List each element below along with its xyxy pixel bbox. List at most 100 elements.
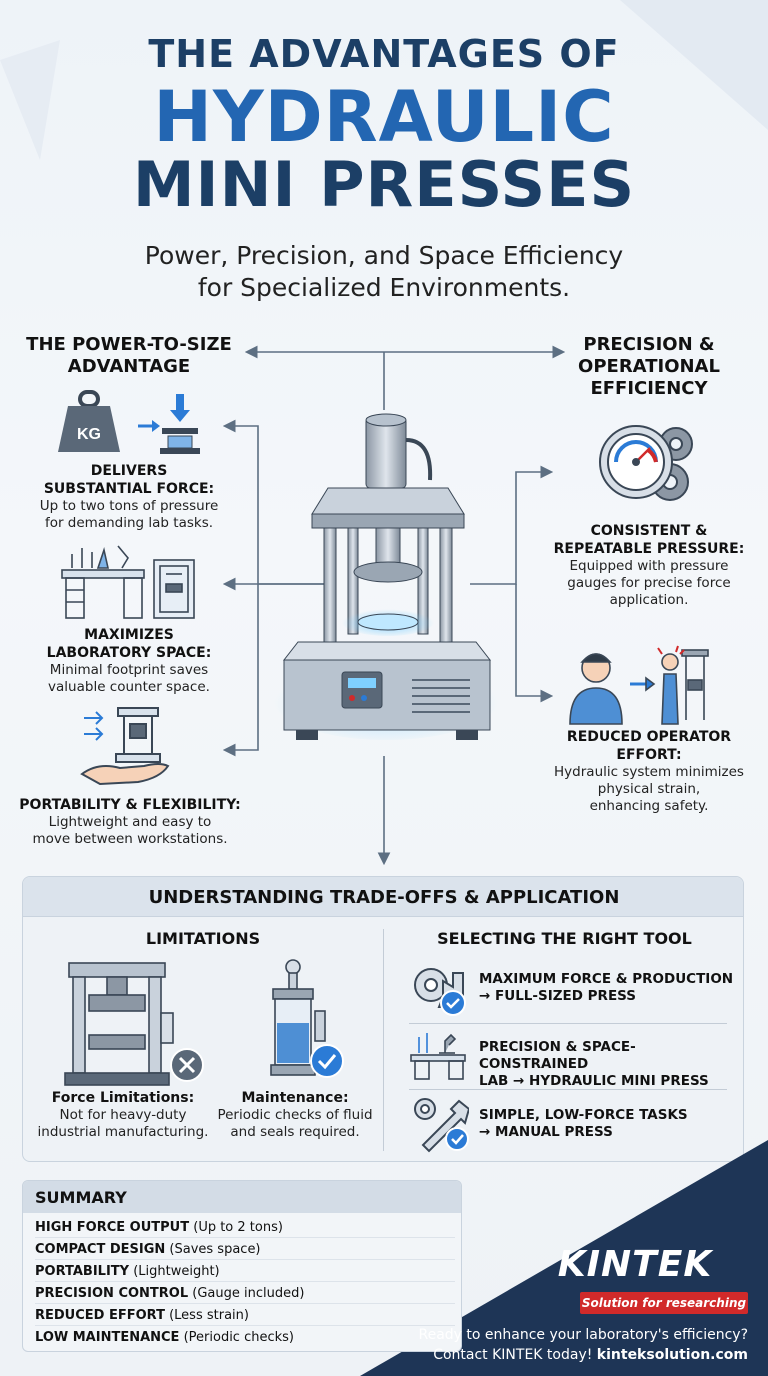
summary-row-bold: REDUCED EFFORT — [35, 1308, 165, 1323]
summary-row: HIGH FORCE OUTPUT (Up to 2 tons) — [35, 1217, 455, 1238]
title-line-2: HYDRAULIC — [153, 76, 615, 158]
power-to-size-heading-line-2: ADVANTAGE — [67, 356, 191, 377]
title-line-3: MINI PRESSES — [132, 148, 636, 221]
select-line-1: SIMPLE, LOW-FORCE TASKS — [479, 1107, 688, 1123]
hydraulic-cylinder-check-icon — [270, 959, 344, 1078]
summary-row-rest: (Up to 2 tons) — [189, 1220, 283, 1235]
summary-row: LOW MAINTENANCE (Periodic checks) — [35, 1327, 455, 1348]
summary-heading: SUMMARY — [35, 1188, 127, 1207]
feature-substantial-force: DELIVERS SUBSTANTIAL FORCE: Up to two to… — [14, 462, 244, 532]
select-line-1: MAXIMUM FORCE & PRODUCTION — [479, 971, 734, 987]
feature-portability: PORTABILITY & FLEXIBILITY: Lightweight a… — [10, 796, 250, 848]
feature-desc-2: valuable counter space. — [48, 679, 210, 695]
gear-factory-check-icon — [414, 968, 466, 1016]
summary-row: PRECISION CONTROL (Gauge included) — [35, 1283, 455, 1304]
cta-prefix: Contact KINTEK today! — [433, 1347, 597, 1363]
precision-efficiency-heading: PRECISION & OPERATIONAL EFFICIENCY — [540, 334, 758, 400]
precision-heading-line-3: EFFICIENCY — [590, 378, 708, 399]
summary-row-bold: PORTABILITY — [35, 1264, 130, 1279]
feature-head-2: SUBSTANTIAL FORCE: — [43, 481, 215, 497]
select-full-size: MAXIMUM FORCE & PRODUCTION → FULL-SIZED … — [479, 971, 737, 1005]
selecting-heading: SELECTING THE RIGHT TOOL — [437, 929, 692, 948]
select-line-2: LAB → HYDRAULIC MINI PRESS — [479, 1073, 709, 1089]
feature-desc-2: physical strain, — [597, 781, 701, 797]
limitation-desc-2: industrial manufacturing. — [37, 1124, 209, 1140]
tradeoffs-heading: UNDERSTANDING TRADE-OFFS & APPLICATION — [148, 887, 620, 908]
cta-line-2: Contact KINTEK today! kinteksolution.com — [380, 1346, 748, 1365]
hydraulic-press-illustration — [274, 413, 498, 740]
panel-divider — [383, 929, 384, 1151]
feature-head-2: LABORATORY SPACE: — [46, 645, 212, 661]
limitation-desc-2: and seals required. — [230, 1124, 360, 1140]
summary-header-bar — [23, 1181, 461, 1213]
kintek-tagline: Solution for researching — [580, 1292, 748, 1314]
select-mini-press: PRECISION & SPACE-CONSTRAINED LAB → HYDR… — [479, 1039, 741, 1090]
portable-hand-icon — [80, 707, 170, 786]
feature-desc-1: Up to two tons of pressure — [39, 498, 219, 514]
feature-desc-3: enhancing safety. — [589, 798, 709, 814]
limitation-desc-1: Not for heavy-duty — [59, 1107, 187, 1123]
precision-heading-line-2: OPERATIONAL — [578, 356, 720, 377]
feature-reduced-effort: REDUCED OPERATOR EFFORT: Hydraulic syste… — [540, 728, 758, 815]
feature-desc-2: gauges for precise force — [567, 575, 731, 591]
feature-head-1: MAXIMIZES — [84, 627, 174, 643]
cta-line-1: Ready to enhance your laboratory's effic… — [418, 1327, 749, 1343]
summary-row-rest: (Less strain) — [164, 1308, 249, 1323]
title-line-1: THE ADVANTAGES OF — [148, 32, 620, 76]
website-link[interactable]: kinteksolution.com — [596, 1347, 748, 1363]
feature-head-1: PORTABILITY & FLEXIBILITY: — [19, 797, 241, 813]
limitation-desc-1: Periodic checks of fluid — [217, 1107, 373, 1123]
select-divider-2 — [409, 1089, 727, 1090]
summary-row-bold: PRECISION CONTROL — [35, 1286, 189, 1301]
power-to-size-heading: THE POWER-TO-SIZE ADVANTAGE — [14, 334, 244, 378]
operator-effort-icon — [569, 645, 709, 725]
weight-press-icon: KG — [58, 390, 200, 454]
summary-row: PORTABILITY (Lightweight) — [35, 1261, 455, 1282]
tradeoffs-panel: UNDERSTANDING TRADE-OFFS & APPLICATION L… — [22, 876, 744, 1162]
lab-space-icon — [61, 545, 195, 619]
subtitle-line-2: for Specialized Environments. — [197, 273, 571, 302]
feature-desc-3: application. — [609, 592, 689, 608]
feature-desc-1: Hydraulic system minimizes — [554, 764, 744, 780]
summary-row-bold: LOW MAINTENANCE — [35, 1330, 180, 1345]
summary-row: COMPACT DESIGN (Saves space) — [35, 1239, 455, 1260]
summary-row-bold: COMPACT DESIGN — [35, 1242, 166, 1257]
feature-desc-1: Lightweight and easy to — [48, 814, 212, 830]
power-to-size-heading-line-1: THE POWER-TO-SIZE — [26, 334, 232, 355]
tradeoffs-header-bar — [23, 877, 743, 917]
feature-head-1: CONSISTENT & — [590, 523, 708, 539]
summary-row: REDUCED EFFORT (Less strain) — [35, 1305, 455, 1326]
select-line-2: → MANUAL PRESS — [479, 1124, 613, 1140]
limitation-force: Force Limitations: Not for heavy-duty in… — [23, 1089, 223, 1141]
subtitle: Power, Precision, and Space Efficiency f… — [60, 240, 708, 304]
feature-head-1: DELIVERS — [90, 463, 168, 479]
limitation-title: Maintenance: — [241, 1090, 349, 1106]
limitations-heading: LIMITATIONS — [145, 929, 261, 948]
limitation-maintenance: Maintenance: Periodic checks of fluid an… — [207, 1089, 383, 1141]
feature-desc-2: for demanding lab tasks. — [44, 515, 214, 531]
industrial-press-x-icon — [64, 962, 204, 1086]
select-divider-1 — [409, 1023, 727, 1024]
feature-desc-1: Minimal footprint saves — [49, 662, 209, 678]
feature-desc-1: Equipped with pressure — [569, 558, 729, 574]
feature-head-2: REPEATABLE PRESSURE: — [553, 541, 745, 557]
kintek-logo: KINTEK — [557, 1244, 713, 1285]
footer-background — [360, 1140, 768, 1376]
summary-row-rest: (Periodic checks) — [179, 1330, 294, 1345]
gear-wrench-check-icon — [414, 1098, 469, 1153]
select-line-1: PRECISION & SPACE-CONSTRAINED — [479, 1039, 636, 1072]
pressure-gauge-icon — [599, 425, 693, 501]
feature-repeatable-pressure: CONSISTENT & REPEATABLE PRESSURE: Equipp… — [540, 522, 758, 609]
feature-desc-2: move between workstations. — [32, 831, 228, 847]
connector-lines — [222, 345, 566, 866]
summary-row-rest: (Saves space) — [165, 1242, 261, 1257]
feature-head-2: EFFORT: — [616, 747, 682, 763]
lab-desk-microscope-icon — [410, 1033, 466, 1080]
feature-lab-space: MAXIMIZES LABORATORY SPACE: Minimal foot… — [14, 626, 244, 696]
precision-heading-line-1: PRECISION & — [583, 334, 715, 355]
subtitle-line-1: Power, Precision, and Space Efficiency — [144, 241, 624, 270]
summary-box: SUMMARY HIGH FORCE OUTPUT (Up to 2 tons)… — [22, 1180, 462, 1352]
summary-row-rest: (Gauge included) — [188, 1286, 305, 1301]
summary-row-bold: HIGH FORCE OUTPUT — [35, 1220, 190, 1235]
